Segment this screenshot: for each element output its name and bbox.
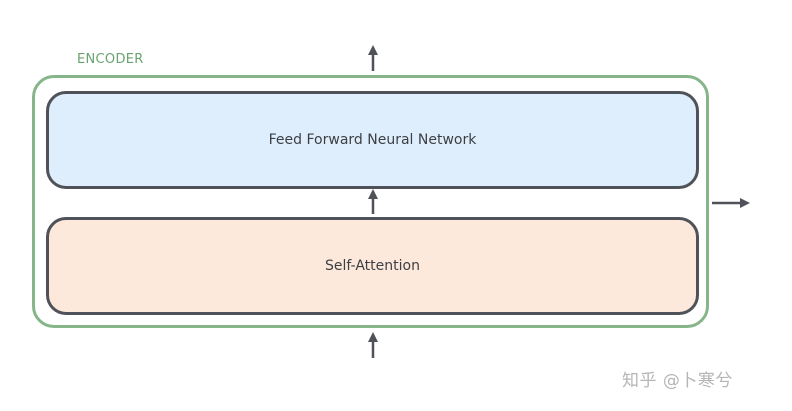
feed-forward-label: Feed Forward Neural Network <box>268 132 477 148</box>
encoder-box <box>32 75 709 328</box>
watermark: 知乎 @卜寒兮 <box>622 371 733 391</box>
encoder-label: ENCODER <box>77 52 144 67</box>
self-attention-layer: Self-Attention <box>46 217 699 315</box>
self-attention-label: Self-Attention <box>325 258 420 274</box>
feed-forward-layer: Feed Forward Neural Network <box>46 91 699 189</box>
